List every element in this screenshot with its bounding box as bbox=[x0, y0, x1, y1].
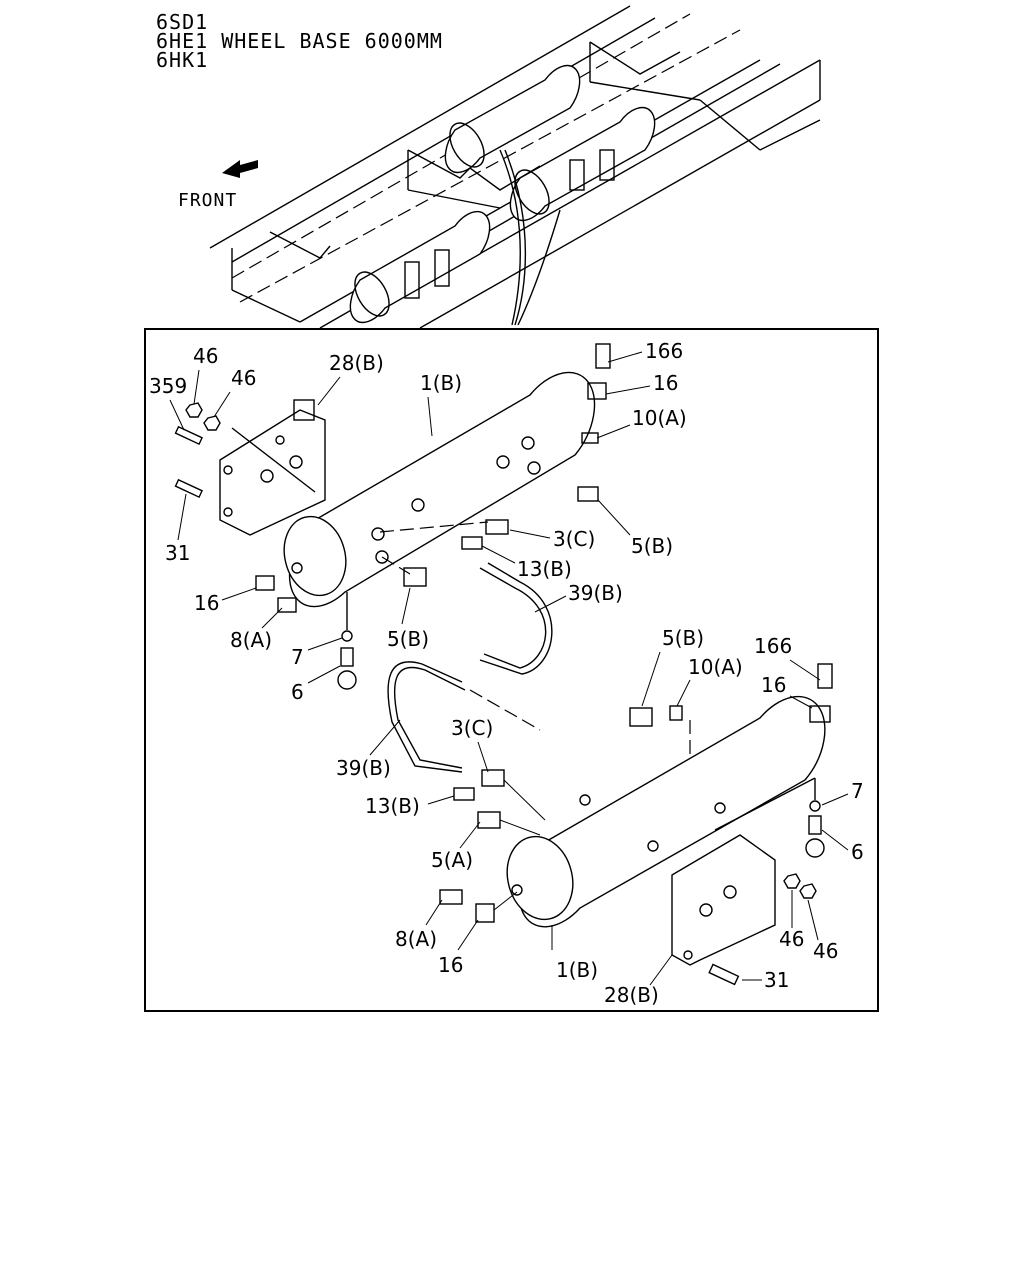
callout-31-upper: 31 bbox=[165, 541, 190, 565]
callout-16-upper-left: 16 bbox=[194, 591, 219, 615]
callout-13b-lower: 13(B) bbox=[365, 794, 420, 818]
callout-7-upper: 7 bbox=[291, 645, 304, 669]
callout-5b-lower: 5(B) bbox=[662, 626, 704, 650]
callout-1b-lower: 1(B) bbox=[556, 958, 598, 982]
callout-46-upper-b: 46 bbox=[231, 366, 256, 390]
header-model-3: 6HK1 bbox=[156, 48, 209, 72]
callout-7-lower: 7 bbox=[851, 779, 864, 803]
callout-8a-lower: 8(A) bbox=[395, 927, 437, 951]
callout-166-lower: 166 bbox=[754, 634, 792, 658]
callout-28b-upper: 28(B) bbox=[329, 351, 384, 375]
callout-3c-upper: 3(C) bbox=[553, 527, 595, 551]
callout-5b-upper-left: 5(B) bbox=[387, 627, 429, 651]
callout-5b-upper-right: 5(B) bbox=[631, 534, 673, 558]
frame-overview bbox=[209, 5, 821, 329]
callout-16-upper-right: 16 bbox=[653, 371, 678, 395]
front-label: FRONT bbox=[178, 190, 238, 211]
upper-tank bbox=[174, 343, 611, 690]
header-model-wheelbase: 6HE1 WHEEL BASE 6000MM bbox=[156, 29, 443, 53]
callout-46-upper-a: 46 bbox=[193, 344, 218, 368]
hoses bbox=[387, 562, 553, 773]
callout-39b-upper: 39(B) bbox=[568, 581, 623, 605]
callout-3c-lower: 3(C) bbox=[451, 716, 493, 740]
callout-5a: 5(A) bbox=[431, 848, 473, 872]
callout-10a-lower: 10(A) bbox=[688, 655, 743, 679]
callout-6-lower: 6 bbox=[851, 840, 864, 864]
callout-31-lower: 31 bbox=[764, 968, 789, 992]
callout-46-lower-b: 46 bbox=[813, 939, 838, 963]
front-arrow-icon bbox=[222, 160, 258, 178]
callout-359: 359 bbox=[149, 374, 187, 398]
callout-1b-upper: 1(B) bbox=[420, 371, 462, 395]
callout-46-lower-a: 46 bbox=[779, 927, 804, 951]
callout-166-upper: 166 bbox=[645, 339, 683, 363]
callout-13b-upper: 13(B) bbox=[517, 557, 572, 581]
detail-frame bbox=[144, 328, 879, 1012]
callout-39b-lower: 39(B) bbox=[336, 756, 391, 780]
lower-tank bbox=[439, 663, 833, 986]
callout-6-upper: 6 bbox=[291, 680, 304, 704]
callouts: 166 16 10(A) 5(B) 3(C) 13(B) 39(B) 5(B) … bbox=[149, 339, 864, 1007]
header-model-1: 6SD1 bbox=[156, 10, 209, 34]
callout-28b-lower: 28(B) bbox=[604, 983, 659, 1007]
callout-16-lower-left: 16 bbox=[438, 953, 463, 977]
callout-8a-upper: 8(A) bbox=[230, 628, 272, 652]
callout-10a-upper: 10(A) bbox=[632, 406, 687, 430]
callout-16-lower-right: 16 bbox=[761, 673, 786, 697]
